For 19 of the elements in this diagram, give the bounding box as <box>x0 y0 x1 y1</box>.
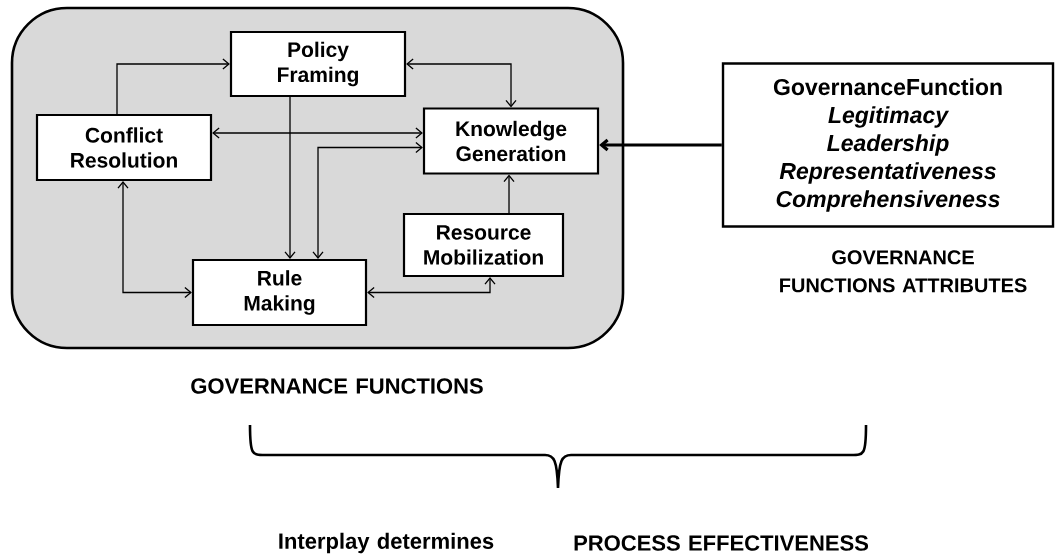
caption: Interplay determines <box>279 532 494 554</box>
arrow <box>503 174 515 214</box>
attributes-box: GovernanceFunction Legitimacy Leadership Representativeness Comprehensiveness <box>721 62 1055 228</box>
function-box: Conflict Resolution <box>35 113 213 182</box>
node-label: GOVERNANCE FUNCTIONS <box>191 378 483 394</box>
arrow <box>117 181 192 299</box>
arrow <box>406 58 517 108</box>
arrow <box>116 58 230 115</box>
function-box: Rule Making <box>191 258 368 327</box>
arrow <box>599 138 722 152</box>
function-box: Resource Mobilization <box>402 212 565 278</box>
arrow <box>284 96 296 259</box>
function-box: Knowledge Generation <box>422 107 600 175</box>
caption: PROCESS EFFECTIVENESS <box>574 535 869 551</box>
arrow <box>212 127 423 139</box>
function-box: Policy Framing <box>229 30 407 98</box>
arrow <box>312 141 423 259</box>
arrow <box>367 277 496 299</box>
node-label: GOVERNANCE FUNCTIONS ATTRIBUTES <box>780 250 1027 293</box>
